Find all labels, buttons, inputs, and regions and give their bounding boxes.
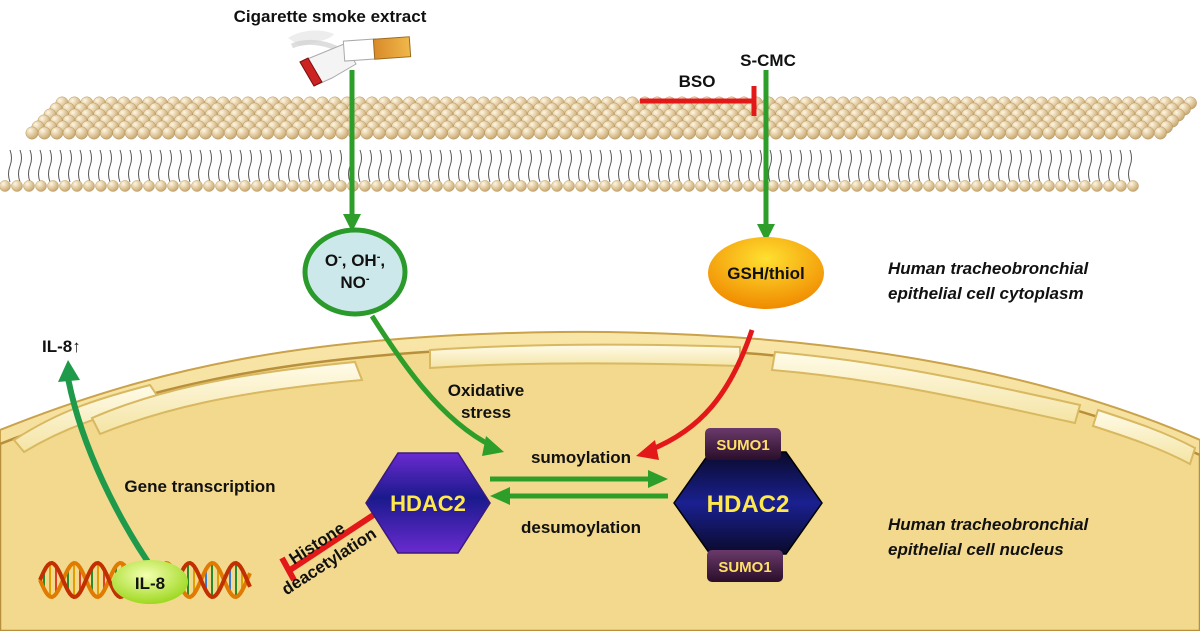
gene-transcription-label: Gene transcription	[124, 477, 275, 496]
hdac2-node-left: HDAC2	[365, 452, 491, 554]
histone-deacetylation-inhibit-bar	[279, 556, 297, 582]
oxidative-label-line2: stress	[461, 403, 511, 422]
svg-text:O-, OH-,: O-, OH-,	[325, 251, 385, 270]
scmc-label: S-CMC	[740, 51, 796, 70]
cell-membrane	[0, 96, 1197, 192]
sumoylation-label: sumoylation	[531, 448, 631, 467]
sumo1-tag-top: SUMO1	[705, 428, 781, 460]
cytoplasm-label-line2: epithelial cell cytoplasm	[888, 284, 1084, 303]
cigarette-icon	[288, 30, 412, 87]
smoke-to-ros-arrowhead	[343, 214, 361, 232]
svg-text:NO-: NO-	[340, 273, 370, 292]
gsh-to-sumoylation-arrowhead	[636, 440, 659, 460]
gsh-thiol-node: GSH/thiol	[708, 237, 824, 309]
hdac2-node-right: HDAC2 SUMO1 SUMO1	[673, 428, 823, 582]
svg-text:HDAC2: HDAC2	[707, 491, 790, 518]
bso-label: BSO	[679, 72, 716, 91]
nucleus-label-line1: Human tracheobronchial	[888, 515, 1090, 534]
oxidative-label-line1: Oxidative	[448, 381, 525, 400]
oxidative-stress-arrowhead	[482, 436, 504, 456]
histone-deacetylation-inhibit-line	[288, 509, 380, 573]
scmc-to-gsh-arrowhead	[757, 224, 775, 242]
il8-output-arrowhead	[58, 360, 80, 382]
gsh-to-sumoylation-arrow	[649, 329, 755, 453]
svg-text:IL-8: IL-8	[135, 574, 165, 593]
svg-text:HDAC2: HDAC2	[390, 491, 466, 516]
svg-text:GSH/thiol: GSH/thiol	[727, 264, 804, 283]
desumoylation-label: desumoylation	[521, 518, 641, 537]
il8-output-label: IL-8↑	[42, 337, 81, 356]
arrows	[58, 70, 775, 582]
desumoylation-backward-arrowhead	[490, 487, 510, 505]
il8-output-arrow	[65, 377, 151, 564]
svg-text:SUMO1: SUMO1	[718, 559, 771, 576]
sumo1-tag-bottom: SUMO1	[707, 550, 783, 582]
cigarette-smoke-label: Cigarette smoke extract	[234, 7, 427, 26]
ros-node: O-, OH-, NO-	[302, 227, 408, 317]
il8-gene-node: IL-8	[112, 560, 188, 604]
nuclear-envelope-segments	[12, 343, 1197, 466]
nucleus-label-line2: epithelial cell nucleus	[888, 540, 1064, 559]
oxidative-stress-arrow	[369, 314, 494, 449]
svg-text:SUMO1: SUMO1	[716, 437, 769, 454]
cytoplasm-label-line1: Human tracheobronchial	[888, 259, 1090, 278]
sumoylation-forward-arrowhead	[648, 470, 668, 488]
